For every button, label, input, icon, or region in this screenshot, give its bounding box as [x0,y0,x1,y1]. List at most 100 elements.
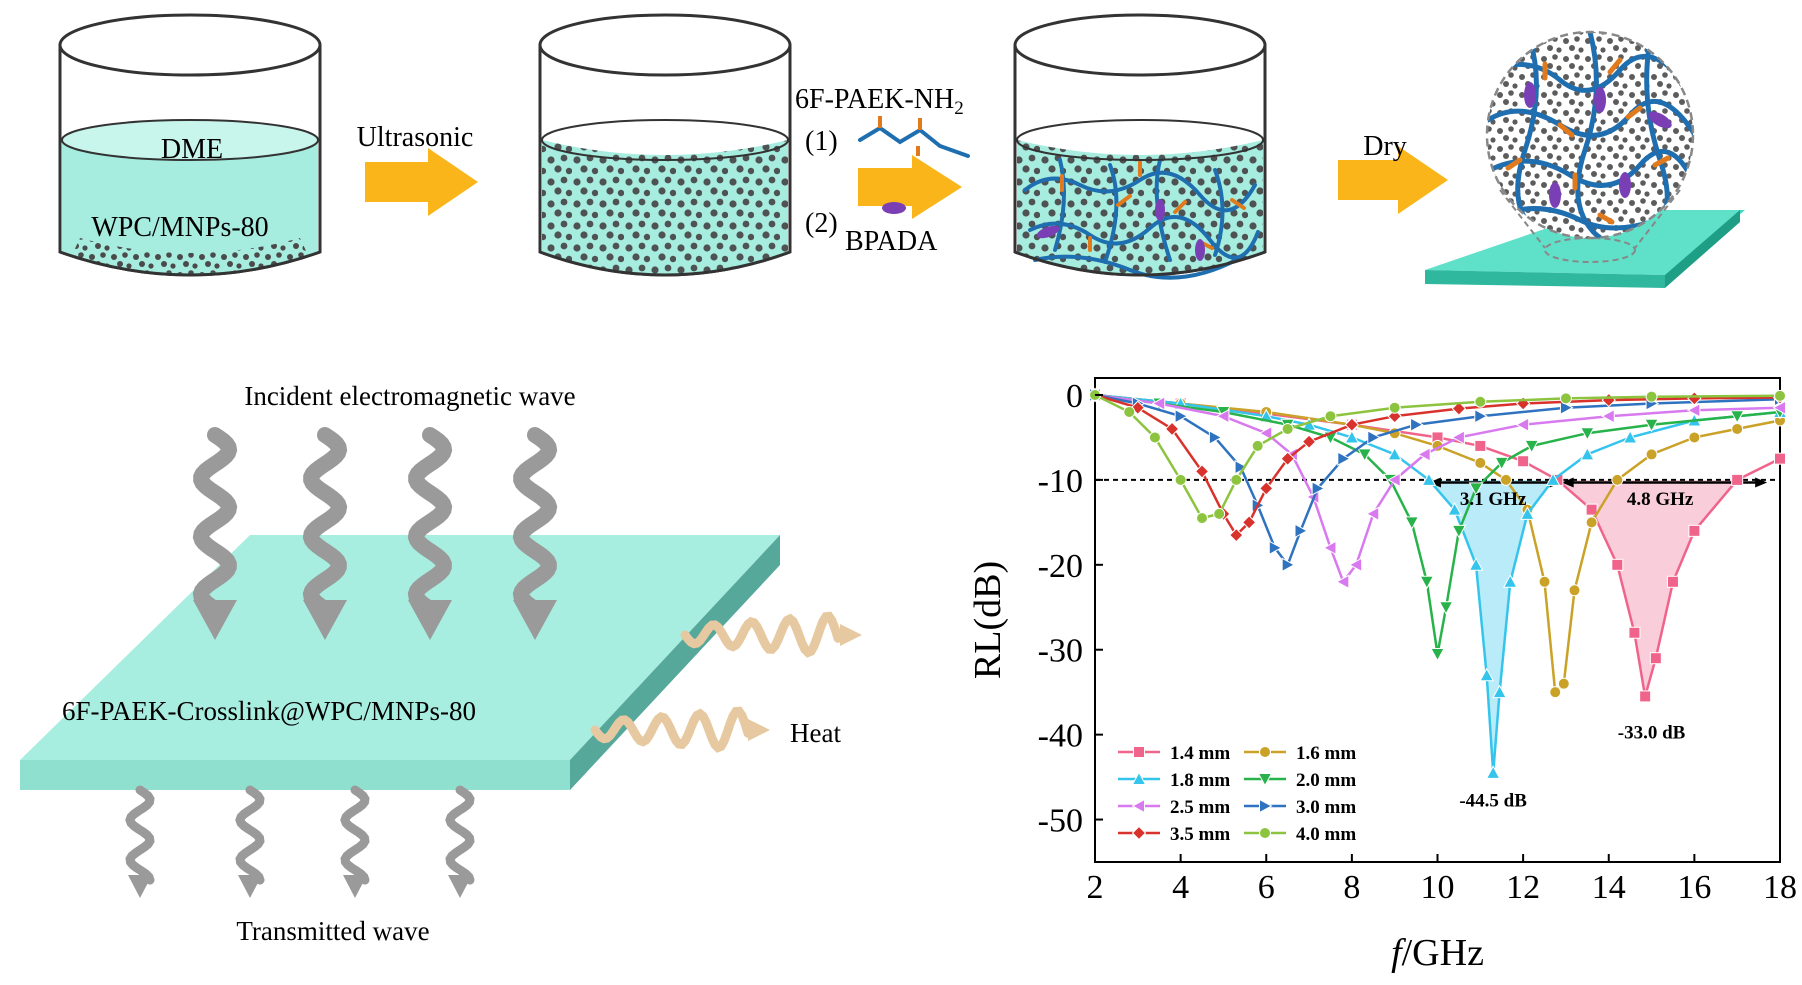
series-point-4-17 [1644,418,1659,433]
legend-label-7: 3.5 mm [1170,824,1230,845]
series-point-4-16 [1580,427,1595,441]
series-point-3-7 [1421,472,1437,486]
series-point-4-12 [1451,524,1467,539]
series-point-7-3 [1164,421,1180,437]
reagent-1-name: 6F-PAEK-NH2 [795,84,964,119]
transmitted-wave-arrowhead-3 [343,875,367,898]
transmitted-wave-arrowhead-2 [238,875,262,898]
reagent-1-index: (1) [805,126,838,157]
process-arrow-1 [365,148,478,216]
annotation-3: -44.5 dB [1459,790,1527,811]
series-point-2-10 [1538,575,1551,588]
transmitted-wave-1 [125,785,155,885]
process-arrow-3-label: Dry [1363,131,1407,162]
x-tick-label: 4 [1172,869,1189,906]
series-point-2-17 [1688,431,1701,444]
series-point-8-14 [1645,390,1658,403]
legend-marker-8 [1259,827,1271,839]
series-point-7-10 [1301,434,1317,449]
legend-marker-5 [1131,798,1145,814]
incident-wave-arrowhead-3 [408,600,452,640]
y-tick-label: -30 [1038,633,1083,670]
x-tick-label: 14 [1592,869,1626,906]
series-point-7-7 [1241,515,1257,530]
series-point-1-16 [1731,473,1744,486]
bpada-icon [882,202,906,214]
beaker-1-top-label: DME [161,134,223,165]
series-point-4-14 [1494,456,1510,471]
incident-wave-1 [192,427,238,617]
reagent-1-amine-icon [878,116,922,156]
legend-marker-1 [1133,746,1145,758]
series-point-1-13 [1649,652,1662,665]
x-tick-label: 12 [1506,869,1540,906]
series-point-6-12 [1367,430,1381,445]
heat-label: Heat [790,718,841,748]
series-point-5-4 [1258,425,1273,441]
series-point-6-4 [1208,430,1223,445]
incident-wave-arrowhead-4 [513,600,557,640]
incident-wave-arrowhead-2 [303,600,347,640]
x-tick-label: 18 [1763,869,1797,906]
series-point-4-15 [1524,439,1540,454]
series-point-8-7 [1230,473,1243,486]
series-point-3-17 [1622,429,1638,444]
series-point-5-17 [1772,400,1786,416]
series-point-8-13 [1559,392,1572,405]
series-point-3-11 [1485,765,1501,779]
incident-wave-arrowhead-1 [193,600,237,640]
annotation-2: 4.8 GHz [1627,489,1694,510]
series-point-1-12 [1639,690,1652,703]
series-point-1-17 [1774,452,1786,465]
series-point-2-18 [1731,422,1744,435]
process-arrow-3 [1338,146,1448,214]
legend-label-6: 3.0 mm [1296,797,1356,818]
series-point-8-2 [1123,405,1136,418]
incident-wave-2 [302,427,348,617]
bandwidth-arrowhead-right-2 [1755,477,1768,488]
transmitted-wave-3 [340,785,370,885]
legend-label-3: 1.8 mm [1170,770,1230,791]
series-point-7-4 [1194,464,1210,479]
series-point-5-8 [1335,574,1350,590]
series-point-7-12 [1387,409,1402,424]
heat-wave-1-arrowhead [840,624,862,646]
series-point-6-10 [1311,481,1326,496]
series-point-7-11 [1344,417,1360,432]
series-point-5-15 [1601,408,1615,424]
series-point-7-13 [1451,401,1467,416]
transmitted-wave-4 [445,785,475,885]
heat-wave-2-arrowhead [748,719,770,741]
series-point-4-9 [1419,575,1435,590]
series-point-6-9 [1294,523,1309,539]
bpada-units [1036,199,1205,261]
transmitted-wave-2 [235,785,265,885]
incident-wave-4 [512,427,558,617]
series-point-7-8 [1259,481,1274,496]
series-point-2-15 [1611,473,1624,486]
series-point-2-11 [1549,686,1562,699]
series-point-6-15 [1559,400,1574,416]
transmitted-waves [125,785,475,898]
series-point-4-10 [1430,647,1445,662]
reagent-2-name: BPADA [845,226,938,257]
y-tick-label: -40 [1038,718,1083,755]
series-point-3-9 [1468,557,1484,571]
y-tick-label: -20 [1038,548,1083,585]
reagent-1-chain-icon [858,125,970,158]
x-tick-label: 8 [1343,869,1360,906]
series-point-2-13 [1568,584,1581,597]
y-tick-label: -50 [1038,803,1083,840]
series-point-1-15 [1688,524,1701,537]
process-arrow-1-label: Ultrasonic [357,122,474,153]
legend-marker-6 [1259,798,1273,814]
series-point-8-9 [1281,422,1294,435]
series-point-4-6 [1357,448,1373,462]
series-point-2-14 [1585,516,1598,529]
series-point-8-12 [1474,395,1487,408]
y-tick-label: -10 [1038,463,1083,500]
